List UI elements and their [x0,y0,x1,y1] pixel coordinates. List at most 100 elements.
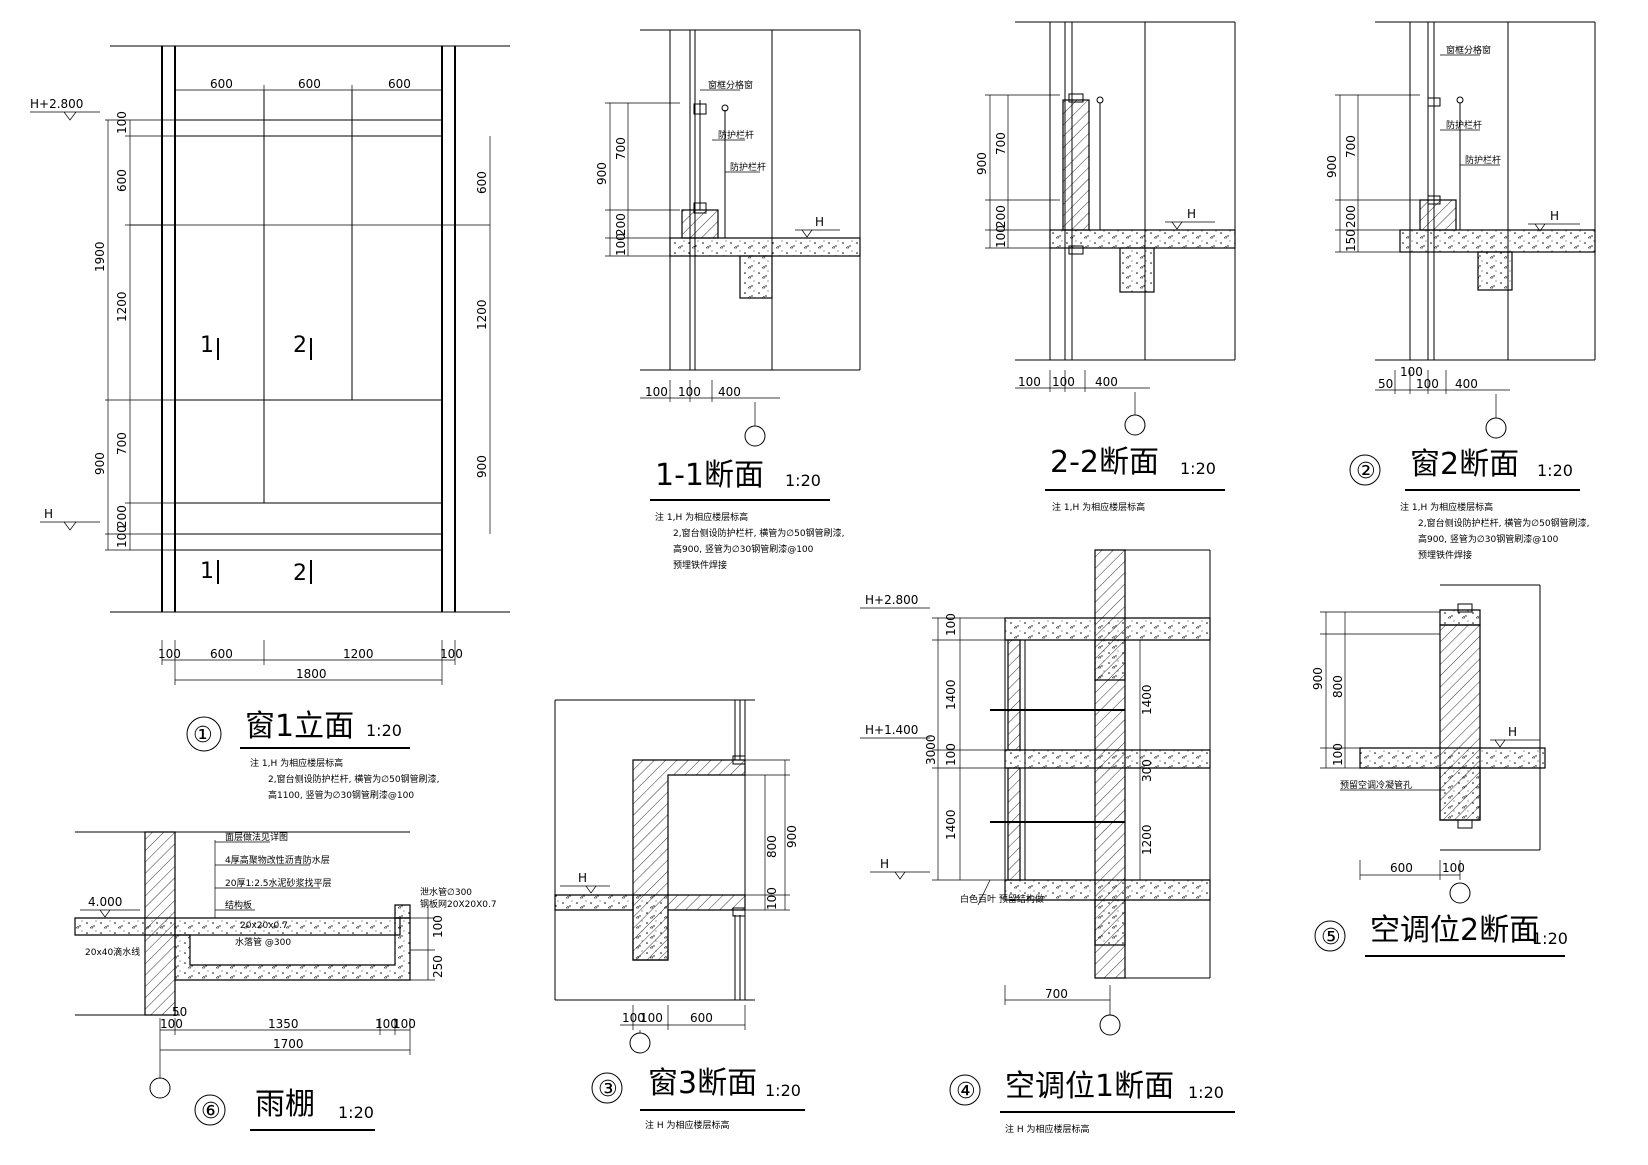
d1-number: ① [193,723,213,748]
d5-number-circle [1314,920,1346,952]
d6-label-4: 结构板 [225,899,252,911]
d4-title: 空调位1断面 [1005,1069,1174,1104]
d1-dim-left-200: 200 [115,505,129,528]
d6-dim-100a: 100 [160,1017,183,1031]
d1-dim-left-600: 600 [115,169,129,192]
d1-dim-top-2: 600 [298,77,321,91]
d2-dim-bottom-100a: 100 [1400,365,1423,379]
s11-title: 1-1断面 [655,458,764,493]
s22-dim-100: 100 [994,225,1008,248]
d2-note-3: 高900, 竖管为∅30钢管刷漆@100 [1418,533,1559,545]
d2-label-3: 防护栏杆 [1465,154,1501,166]
d2-note-2: 2,窗台侧设防护栏杆, 横管为∅50钢管刷漆, [1418,517,1589,529]
d6-dim-right-100: 100 [431,915,445,938]
s22-dim-200: 200 [994,205,1008,228]
d2-dim-900: 900 [1325,155,1339,178]
d2-scale: 1:20 [1537,461,1573,480]
d1-dim-left-100b: 100 [115,525,129,548]
d2-dim-bottom-50: 50 [1378,377,1393,391]
d3-number: ③ [598,1077,618,1102]
d3-scale: 1:20 [765,1081,801,1100]
d4-scale: 1:20 [1188,1083,1224,1102]
s22-dim-900: 900 [975,152,989,175]
d1-dim-top-1: 600 [210,77,233,91]
d5-dim-800: 800 [1331,675,1345,698]
s22-elev: H [1187,207,1196,221]
d4-number: ④ [956,1079,976,1104]
d1-number-circle [186,716,222,752]
s11-dim-100: 100 [614,233,628,256]
d6-elev: 4.000 [88,895,122,909]
d3-dim-100: 100 [765,887,779,910]
d4-dim-right-1400: 1400 [1140,684,1154,715]
d1-dim-left-1200: 1200 [115,291,129,322]
d1-dim-total: 1800 [296,667,327,681]
d4-label: 白色百叶 预留结构做 [960,893,1044,905]
d5-title: 空调位2断面 [1370,913,1539,948]
d3-dim-bottom-100a: 100 [622,1011,645,1025]
d3-dim-bottom-100b: 100 [640,1011,663,1025]
d2-dim-bottom-400: 400 [1455,377,1478,391]
s11-label-3: 防护栏杆 [730,161,766,173]
d6-label-5: 20x40滴水线 [85,946,140,958]
s22-dim-bottom-100a: 100 [1018,375,1041,389]
d1-dim-right-600: 600 [475,171,489,194]
d6-label-7: 水落管 @300 [235,936,291,948]
d5-dim-bottom-600: 600 [1390,861,1413,875]
window3-section: 800 900 100 100 100 600 H ③ 窗3断面 1:20 注 … [554,699,805,1131]
section-2-2: 900 700 200 100 100 100 400 H 2-2断面 1:20… [975,21,1236,513]
d3-note-1: 注 H 为相应楼层标高 [645,1119,730,1131]
s11-note-1: 注 1,H 为相应楼层标高 [655,511,748,523]
d2-dim-200: 200 [1344,205,1358,228]
d4-dim-100a: 100 [944,613,958,636]
s11-dim-200: 200 [614,213,628,236]
s22-dim-bottom-100b: 100 [1052,375,1075,389]
ac-position1-section: 100 1400 100 1400 3000 1400 300 1200 700… [860,549,1235,1135]
s11-note-2: 2,窗台侧设防护栏杆, 横管为∅50钢管刷漆, [673,527,844,539]
d2-note-1: 注 1,H 为相应楼层标高 [1400,501,1493,513]
d2-label-1: 窗框分格窗 [1446,44,1491,56]
window1-elevation: 600 600 600 100 600 1200 1900 700 900 20… [30,45,510,801]
d1-label-2b: 2 [293,561,307,586]
d5-dim-900: 900 [1311,667,1325,690]
d4-dim-100b: 100 [944,743,958,766]
d1-note-3: 高1100, 竖管为∅30钢管刷漆@100 [268,789,414,801]
d5-dim-bottom-100: 100 [1442,861,1465,875]
d4-dim-1400b: 1400 [944,809,958,840]
d6-dim-100c: 100 [393,1017,416,1031]
d2-dim-150: 150 [1344,229,1358,252]
d1-dim-left-100a: 100 [115,111,129,134]
s11-label-1: 窗框分格窗 [708,79,753,91]
d6-number: ⑥ [201,1099,221,1124]
d1-label-1b: 1 [200,559,214,584]
s22-scale: 1:20 [1180,459,1216,478]
d3-elev: H [578,871,587,885]
d6-label-3: 20厚1:2.5水泥砂浆找平层 [225,877,332,889]
s11-dim-bottom-100b: 100 [678,385,701,399]
d3-title: 窗3断面 [648,1066,757,1101]
d2-label-2: 防护栏杆 [1446,119,1482,131]
d5-number: ⑤ [1321,925,1341,950]
d2-elev: H [1550,209,1559,223]
s11-note-3: 高900, 竖管为∅30钢管刷漆@100 [673,543,814,555]
s22-dim-700: 700 [994,132,1008,155]
d2-dim-bottom-100b: 100 [1416,377,1439,391]
s11-scale: 1:20 [785,471,821,490]
d1-label-2a: 2 [293,333,307,358]
d4-dim-3000: 3000 [924,734,938,765]
d6-dim-50: 50 [172,1005,187,1019]
s22-title: 2-2断面 [1050,445,1159,480]
d1-dim-bottom-1200: 1200 [343,647,374,661]
d1-title: 窗1立面 [245,709,354,744]
d1-dim-top-3: 600 [388,77,411,91]
d6-dim-right-250: 250 [431,955,445,978]
d4-dim-right-300: 300 [1140,759,1154,782]
canopy-section: 面层做法见详图 4厚高聚物改性沥青防水层 20厚1:2.5水泥砂浆找平层 结构板… [74,831,497,1131]
d5-label: 预留空调冷凝管孔 [1340,779,1412,791]
d6-scale: 1:20 [338,1103,374,1122]
d1-dim-bottom-100a: 100 [158,647,181,661]
d6-dim-1350: 1350 [268,1017,299,1031]
d2-number-circle [1349,454,1381,486]
d4-dim-right-1200: 1200 [1140,824,1154,855]
